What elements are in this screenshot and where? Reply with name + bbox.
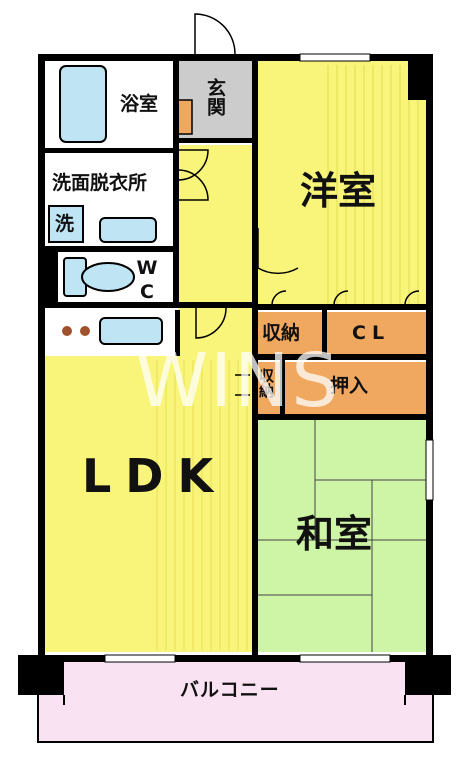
ldk-hatch (150, 360, 250, 650)
storage-side-label: 収納 (257, 368, 275, 398)
washing-machine-spot (48, 205, 84, 243)
stove-burner-right (80, 326, 90, 336)
doors (177, 13, 420, 396)
balcony-floor (38, 662, 433, 742)
storage-top-label: 収納 (262, 322, 301, 344)
bath-label: 浴室 (120, 93, 159, 115)
washer-label: 洗 (55, 213, 75, 235)
tatami-lines (258, 420, 428, 652)
bathtub (59, 65, 107, 143)
stove-burner-left (62, 326, 72, 336)
japanese-room-floor (258, 420, 428, 652)
oshiire-label: 押入 (330, 375, 369, 397)
western-room-label: 洋室 (300, 169, 377, 213)
closet-floor (258, 312, 428, 354)
toilet-bowl (81, 262, 135, 292)
closet-label: CL (352, 322, 391, 344)
wc-label: WC (136, 257, 158, 305)
balcony-label: バルコニー (180, 679, 280, 701)
windows (104, 53, 434, 663)
ldk-floor-upper (178, 308, 254, 358)
ldk-label: LDK (82, 449, 228, 503)
washbasin (99, 217, 157, 243)
oshiire-floor (258, 362, 428, 414)
japanese-room-label: 和室 (296, 512, 373, 556)
hallway-floor (178, 145, 253, 305)
walls (18, 54, 451, 695)
kitchen-sink (99, 317, 163, 345)
western-room-hatch (320, 65, 420, 305)
shoe-box (177, 99, 193, 135)
entrance-label: 玄関 (204, 78, 226, 116)
balcony-rail (37, 695, 434, 743)
washroom-label: 洗面脱衣所 (52, 172, 148, 194)
